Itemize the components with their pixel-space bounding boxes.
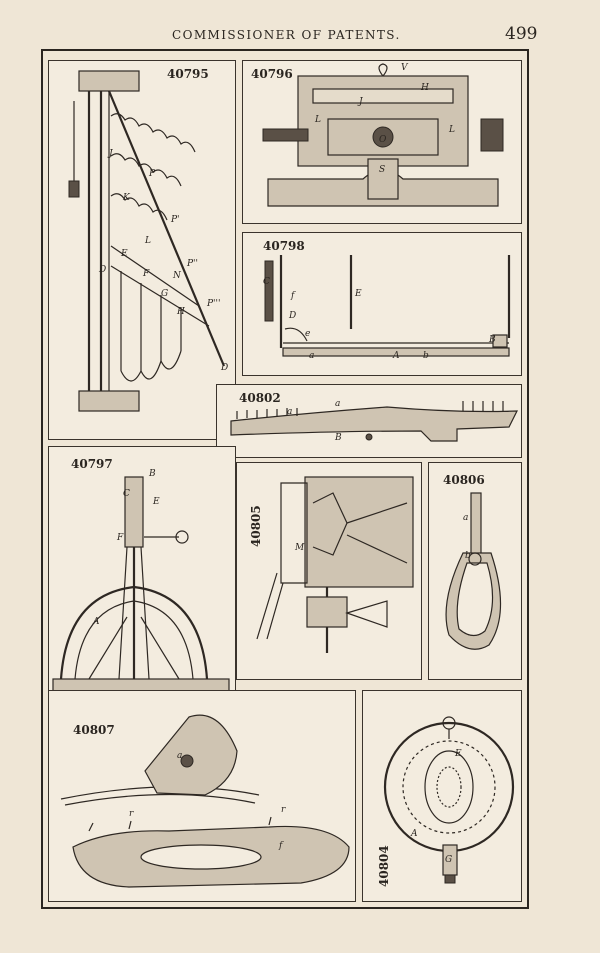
figure-40806: 40806 a b	[428, 462, 522, 680]
part-label: P'''	[207, 299, 221, 309]
part-label: a	[335, 399, 341, 409]
page-header: COMMISSIONER OF PATENTS. 499	[0, 24, 600, 48]
figure-40802-drawing	[230, 401, 518, 442]
part-label: D	[99, 265, 107, 275]
part-label: r	[281, 805, 286, 815]
figure-number: 40804	[377, 845, 391, 887]
part-label: a	[463, 513, 469, 523]
figure-40804-drawing	[383, 716, 515, 884]
part-label: E	[455, 749, 462, 759]
part-label: S	[379, 165, 386, 175]
figure-number: 40797	[71, 457, 113, 471]
figure-number: 40807	[73, 723, 115, 737]
part-label: C	[263, 277, 270, 287]
part-label: A	[93, 617, 100, 627]
part-label: K	[123, 193, 130, 203]
part-label: O	[379, 135, 387, 145]
part-label: H	[421, 83, 429, 93]
page-number: 499	[505, 24, 538, 44]
figure-40795: 40795 J P K P' L P'' E F N G H P''' D D	[48, 60, 236, 440]
part-label: B	[489, 335, 496, 345]
part-label: D	[221, 363, 229, 373]
part-label: N	[173, 271, 181, 281]
figure-40797: 40797 B C E F A	[48, 446, 236, 704]
figure-40804: 40804 E A G	[362, 690, 522, 902]
figure-40796-drawing	[262, 63, 504, 207]
part-label: B	[149, 469, 156, 479]
part-label: L	[315, 115, 321, 125]
part-label: F	[143, 269, 150, 279]
part-label: a	[287, 407, 293, 417]
part-label: L	[449, 125, 455, 135]
part-label: D	[289, 311, 297, 321]
part-label: G	[445, 855, 453, 865]
figure-40798-drawing	[264, 255, 511, 357]
part-label: E	[153, 497, 160, 507]
figure-number: 40795	[167, 67, 209, 81]
part-label: E	[355, 289, 362, 299]
part-label: e	[305, 329, 311, 339]
part-label: a	[309, 351, 315, 361]
part-label: b	[423, 351, 429, 361]
part-label: G	[161, 289, 169, 299]
part-label: E	[121, 249, 128, 259]
figure-40796: 40796 V H J L L O S	[242, 60, 522, 224]
figure-number: 40805	[249, 505, 263, 547]
figure-40802: 40802 a a B	[216, 384, 522, 458]
figure-40807: 40807 a r r f	[48, 690, 356, 902]
part-label: V	[401, 63, 408, 73]
figure-number: 40802	[239, 391, 281, 405]
figure-40807-drawing	[60, 714, 350, 888]
figure-plate-frame	[41, 49, 529, 909]
running-title: COMMISSIONER OF PATENTS.	[172, 28, 401, 42]
figure-number: 40798	[263, 239, 305, 253]
part-label: r	[129, 809, 134, 819]
part-label: A	[411, 829, 418, 839]
part-label: b	[465, 551, 471, 561]
part-label: J	[359, 97, 363, 107]
part-label: F	[117, 533, 124, 543]
figure-number: 40806	[443, 473, 485, 487]
part-label: a	[177, 751, 183, 761]
part-label: J	[109, 149, 113, 159]
figure-40798: 40798 C f E D e B a A b	[242, 232, 522, 376]
figure-40795-drawing	[68, 70, 226, 412]
figure-40806-drawing	[445, 492, 502, 650]
figure-40805: 40805 M	[236, 462, 422, 680]
part-label: L	[145, 236, 151, 246]
part-label: H	[177, 307, 185, 317]
part-label: f	[279, 841, 283, 851]
part-label: P	[149, 169, 156, 179]
part-label: B	[335, 433, 342, 443]
figure-number: 40796	[251, 67, 293, 81]
part-label: M	[295, 543, 305, 553]
part-label: P''	[187, 259, 199, 269]
figure-40805-drawing	[256, 476, 414, 653]
part-label: C	[123, 489, 130, 499]
part-label: P'	[171, 215, 180, 225]
figure-40797-drawing	[52, 476, 230, 692]
part-label: A	[393, 351, 400, 361]
part-label: f	[291, 291, 295, 301]
